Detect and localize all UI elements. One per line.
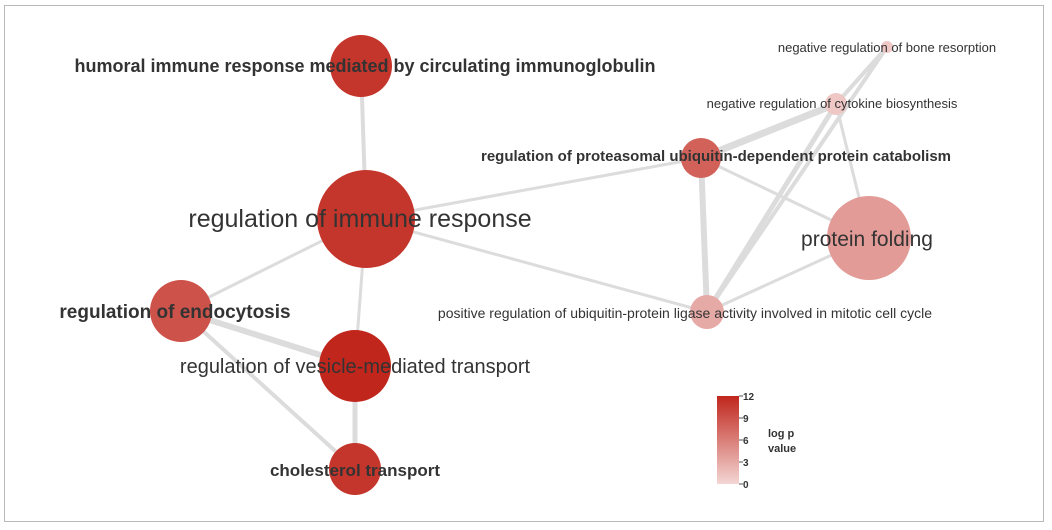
legend-color-bar bbox=[717, 396, 739, 484]
node-folding[interactable] bbox=[827, 196, 911, 280]
legend-tick-label: 0 bbox=[743, 480, 749, 491]
edge-proteasomal-ligase bbox=[698, 155, 710, 315]
node-label-bone: negative regulation of bone resorption bbox=[778, 40, 996, 55]
legend-tick-label: 3 bbox=[743, 458, 749, 469]
node-cytokine[interactable] bbox=[825, 93, 847, 115]
node-label-folding: protein folding bbox=[801, 228, 933, 251]
legend-ticks: 12 9 6 3 0 bbox=[739, 392, 755, 491]
node-label-endocytosis: regulation of endocytosis bbox=[59, 302, 290, 323]
legend: 12 9 6 3 0 log p value bbox=[717, 392, 796, 491]
node-immune[interactable] bbox=[317, 170, 415, 268]
figure-frame bbox=[4, 5, 1044, 522]
edge-immune-proteasomal bbox=[364, 156, 703, 221]
legend-tick-label: 9 bbox=[743, 414, 749, 425]
edge-proteasomal-cytokine bbox=[697, 100, 840, 162]
node-label-cytokine: negative regulation of cytokine biosynth… bbox=[707, 96, 958, 111]
node-label-immune: regulation of immune response bbox=[188, 205, 531, 233]
edge-bone-ligase bbox=[705, 45, 889, 314]
node-label-humoral: humoral immune response mediated by circ… bbox=[74, 56, 655, 76]
edge-immune-ligase bbox=[364, 217, 709, 314]
node-cholesterol[interactable] bbox=[329, 443, 381, 495]
legend-title-line2: value bbox=[768, 443, 796, 455]
node-label-proteasomal: regulation of proteasomal ubiquitin-depe… bbox=[481, 148, 951, 165]
node-ligase[interactable] bbox=[690, 295, 724, 329]
node-label-vesicle: regulation of vesicle-mediated transport bbox=[180, 356, 531, 378]
labels-layer: humoral immune response mediated by circ… bbox=[59, 40, 996, 480]
node-endocytosis[interactable] bbox=[150, 280, 212, 342]
node-bone[interactable] bbox=[881, 41, 893, 53]
node-humoral[interactable] bbox=[330, 35, 392, 97]
node-label-cholesterol: cholesterol transport bbox=[270, 461, 440, 480]
legend-title-line1: log p bbox=[768, 428, 795, 440]
legend-tick-label: 6 bbox=[743, 436, 749, 447]
node-proteasomal[interactable] bbox=[681, 138, 721, 178]
node-vesicle[interactable] bbox=[319, 330, 391, 402]
node-label-ligase: positive regulation of ubiquitin-protein… bbox=[438, 305, 932, 321]
legend-tick-label: 12 bbox=[743, 392, 755, 403]
nodes-layer bbox=[150, 35, 911, 495]
edge-endocytosis-cholesterol bbox=[179, 309, 357, 471]
